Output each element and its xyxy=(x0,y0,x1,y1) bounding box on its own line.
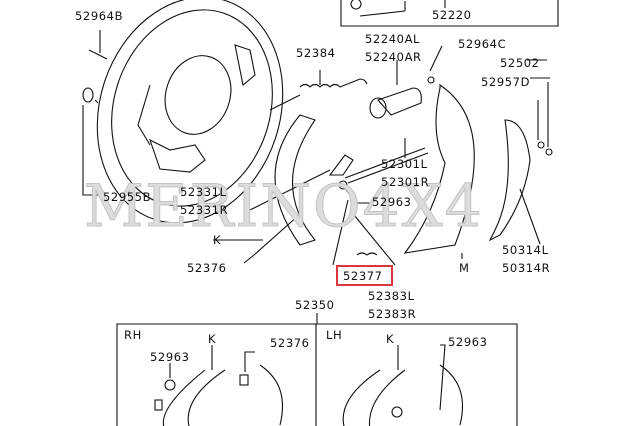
part-label-52383l[interactable]: 52383L xyxy=(368,289,415,303)
grommet xyxy=(82,87,94,103)
lh-part-label-52963[interactable]: 52963 xyxy=(448,335,488,349)
part-label-52963[interactable]: 52963 xyxy=(372,195,412,209)
part-label-52376[interactable]: 52376 xyxy=(187,261,227,275)
highlight-box xyxy=(336,265,393,286)
part-label-52220[interactable]: 52220 xyxy=(432,8,472,22)
shoe-kit-box xyxy=(116,313,518,426)
part-label-52957d[interactable]: 52957D xyxy=(481,75,531,89)
part-label-50314r[interactable]: 50314R xyxy=(502,261,551,275)
part-label-52384[interactable]: 52384 xyxy=(296,46,336,60)
rh-part-label-52376[interactable]: 52376 xyxy=(270,336,310,350)
part-label-52377-highlighted[interactable]: 52377 xyxy=(343,269,383,283)
part-label-50314l[interactable]: 50314L xyxy=(502,243,549,257)
lh-side-label: LH xyxy=(326,328,343,342)
part-label-52331l[interactable]: 52331L xyxy=(180,185,227,199)
brake-shoe-left xyxy=(274,114,316,246)
part-label-k[interactable]: K xyxy=(213,233,222,247)
lh-part-label-k[interactable]: K xyxy=(386,332,395,346)
lever xyxy=(328,154,354,176)
adjuster xyxy=(344,138,429,184)
return-spring xyxy=(269,70,368,111)
rh-part-label-52963[interactable]: 52963 xyxy=(150,350,190,364)
part-label-52301r[interactable]: 52301R xyxy=(381,175,430,189)
part-label-52383r[interactable]: 52383R xyxy=(368,307,417,321)
part-label-m[interactable]: M xyxy=(459,261,470,275)
backing-plate xyxy=(96,0,284,224)
part-label-52350[interactable]: 52350 xyxy=(295,298,335,312)
part-label-52964c[interactable]: 52964C xyxy=(458,37,507,51)
part-label-52955b[interactable]: 52955B xyxy=(103,190,152,204)
top-box xyxy=(340,0,559,27)
wheel-cylinder xyxy=(369,60,422,119)
bolt xyxy=(88,30,108,60)
parking-lever xyxy=(488,119,531,242)
part-label-52301l[interactable]: 52301L xyxy=(381,157,428,171)
part-label-52240ar[interactable]: 52240AR xyxy=(365,50,422,64)
brake-shoe-right xyxy=(403,83,475,254)
part-label-52240al[interactable]: 52240AL xyxy=(365,32,421,46)
part-label-52964b[interactable]: 52964B xyxy=(75,9,124,23)
rh-part-label-k[interactable]: K xyxy=(208,332,217,346)
rh-side-label: RH xyxy=(124,328,142,342)
part-label-52331r[interactable]: 52331R xyxy=(180,203,229,217)
watermark: MERINO4X4 xyxy=(84,172,484,241)
part-label-52502[interactable]: 52502 xyxy=(500,56,540,70)
